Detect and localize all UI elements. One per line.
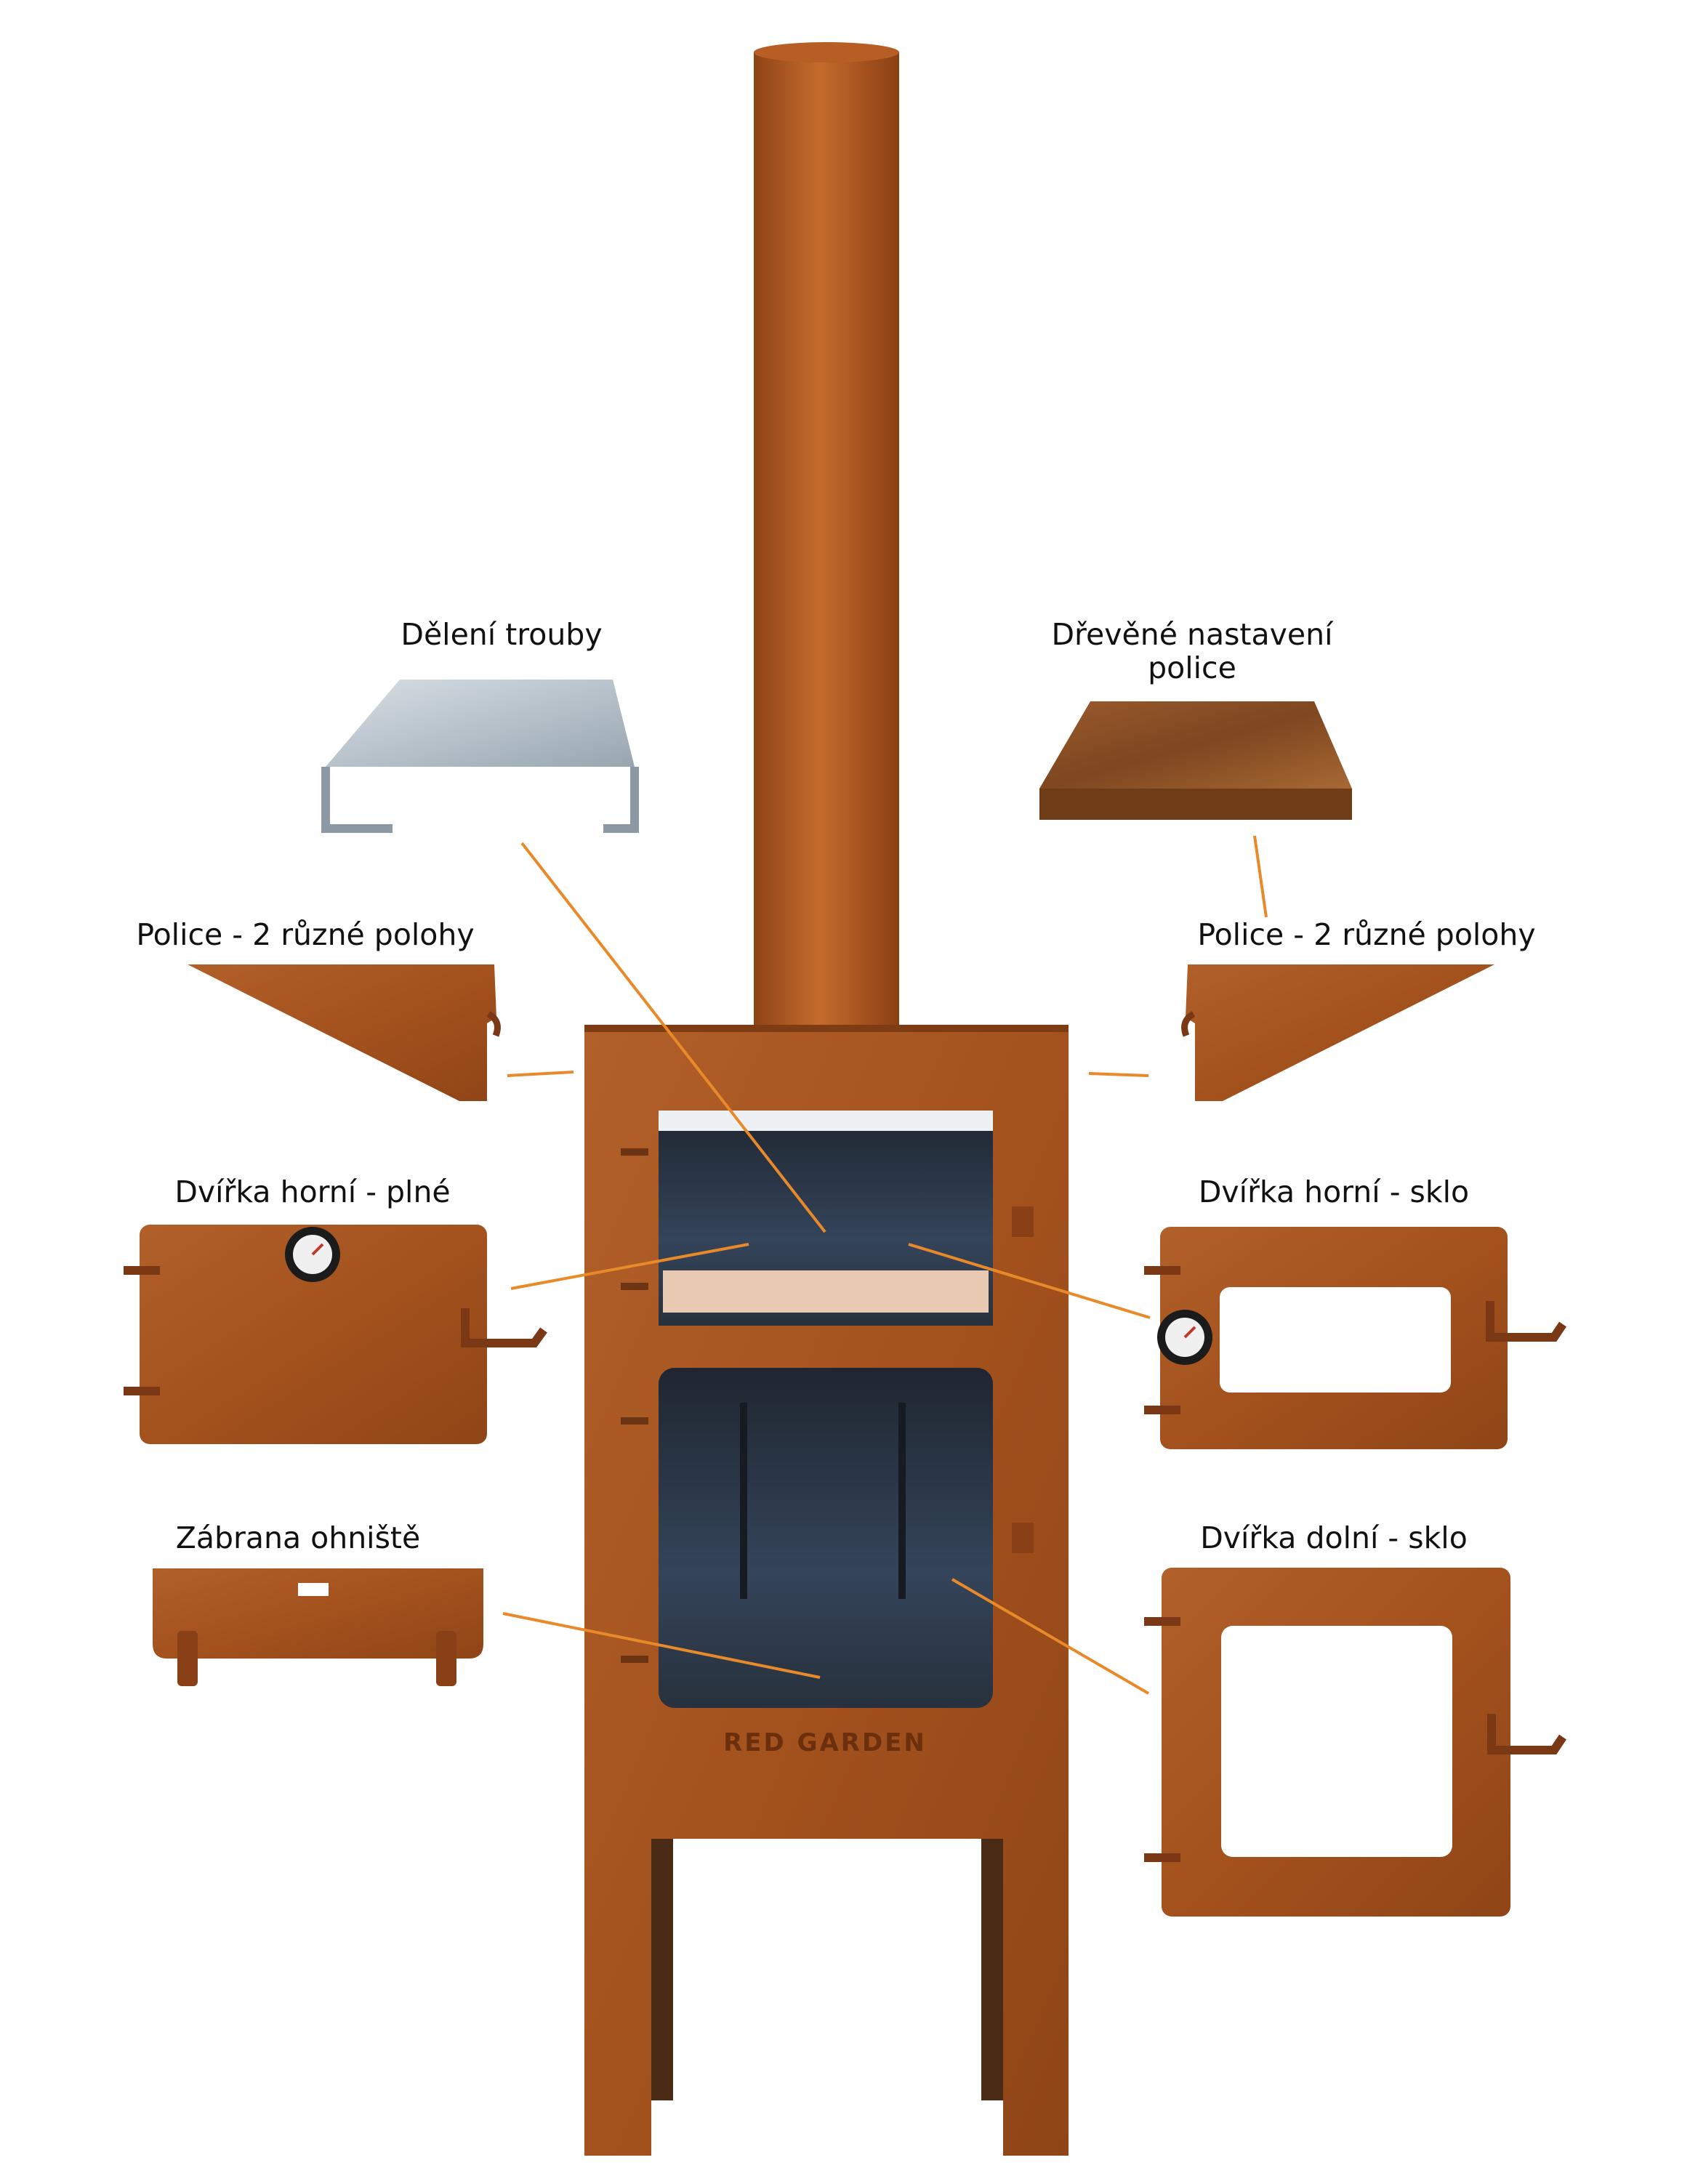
oven-divider-part	[321, 680, 639, 833]
label-oven-divider: Dělení trouby	[401, 617, 603, 652]
leader-lines	[502, 835, 1268, 1695]
label-wooden-shelf-line2: police	[1148, 650, 1236, 685]
pizza-stone	[663, 1270, 989, 1313]
label-shelf-right: Police - 2 různé polohy	[1197, 917, 1536, 952]
right-shelf-part	[1181, 964, 1494, 1101]
brand-logo: RED GARDEN	[723, 1728, 927, 1757]
label-upper-door-solid: Dvířka horní - plné	[174, 1174, 451, 1209]
label-upper-door-glass: Dvířka horní - sklo	[1198, 1174, 1470, 1209]
left-shelf-part	[188, 964, 501, 1101]
upper-door-glass-part	[1144, 1227, 1566, 1449]
chimney-pipe	[754, 42, 899, 1026]
label-shelf-left: Police - 2 různé polohy	[136, 917, 475, 952]
label-wooden-shelf-line1: Dřevěné nastavení	[1051, 617, 1333, 652]
fire-guard-part	[153, 1568, 483, 1686]
upper-door-solid-part	[124, 1225, 547, 1444]
stove-body	[584, 1025, 1069, 2156]
label-lower-door-glass: Dvířka dolní - sklo	[1200, 1520, 1468, 1555]
lower-door-glass-part	[1144, 1568, 1566, 1917]
wooden-shelf-part	[1039, 701, 1352, 820]
firebox-opening	[659, 1368, 993, 1708]
label-fire-guard: Zábrana ohniště	[175, 1520, 421, 1555]
label-wooden-shelf: Dřevěné nastavení police	[1010, 618, 1374, 685]
